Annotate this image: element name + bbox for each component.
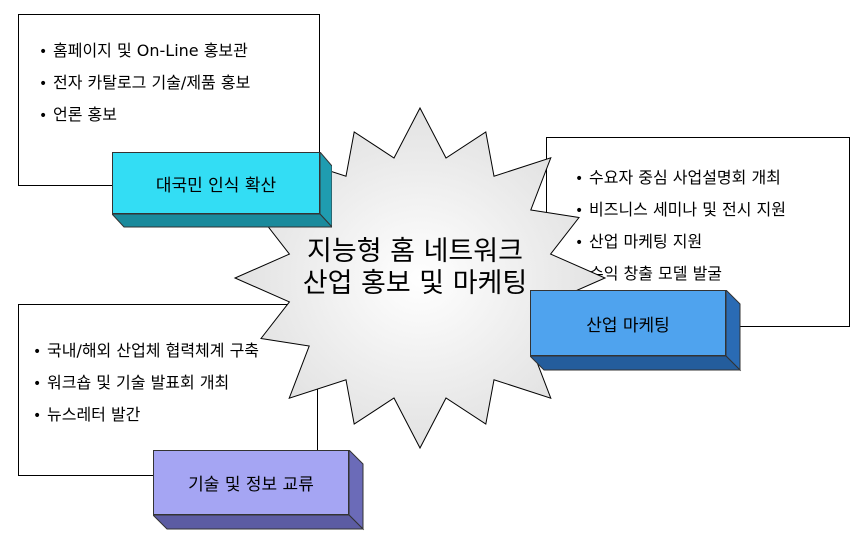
bullet-icon: • — [33, 408, 42, 424]
list-item: •국내/해외 산업체 협력체계 구축 — [33, 341, 260, 360]
list-item: •수요자 중심 사업설명회 개최 — [575, 168, 781, 187]
list-item: •뉴스레터 발간 — [33, 405, 141, 424]
list-item: •언론 홍보 — [39, 105, 117, 124]
list-item: •비즈니스 세미나 및 전시 지원 — [575, 200, 786, 219]
list-item: •산업 마케팅 지원 — [575, 232, 703, 251]
center-title-line-1: 지능형 홈 네트워크 — [307, 236, 523, 267]
bullet-icon: • — [33, 344, 42, 360]
bullet-icon: • — [33, 376, 42, 392]
bullet-icon: • — [39, 108, 48, 124]
bullet-icon: • — [575, 235, 584, 251]
list-item: •워크숍 및 기술 발표회 개최 — [33, 373, 230, 392]
center-title-line-2: 산업 홍보 및 마케팅 — [302, 268, 528, 299]
list-item: •홈페이지 및 On-Line 홍보관 — [39, 41, 248, 60]
bullet-icon: • — [39, 76, 48, 92]
marketing-label: 산업 마케팅 — [530, 290, 726, 356]
tech-exchange-label: 기술 및 정보 교류 — [153, 450, 349, 515]
box-depth — [530, 290, 742, 372]
list-item: •전자 카탈로그 기술/제품 홍보 — [39, 73, 251, 92]
bullet-icon: • — [575, 171, 584, 187]
bullet-icon: • — [39, 44, 48, 60]
bullet-icon: • — [575, 203, 584, 219]
box-depth — [112, 152, 332, 228]
box-depth — [153, 450, 365, 531]
awareness-label: 대국민 인식 확산 — [112, 152, 320, 214]
